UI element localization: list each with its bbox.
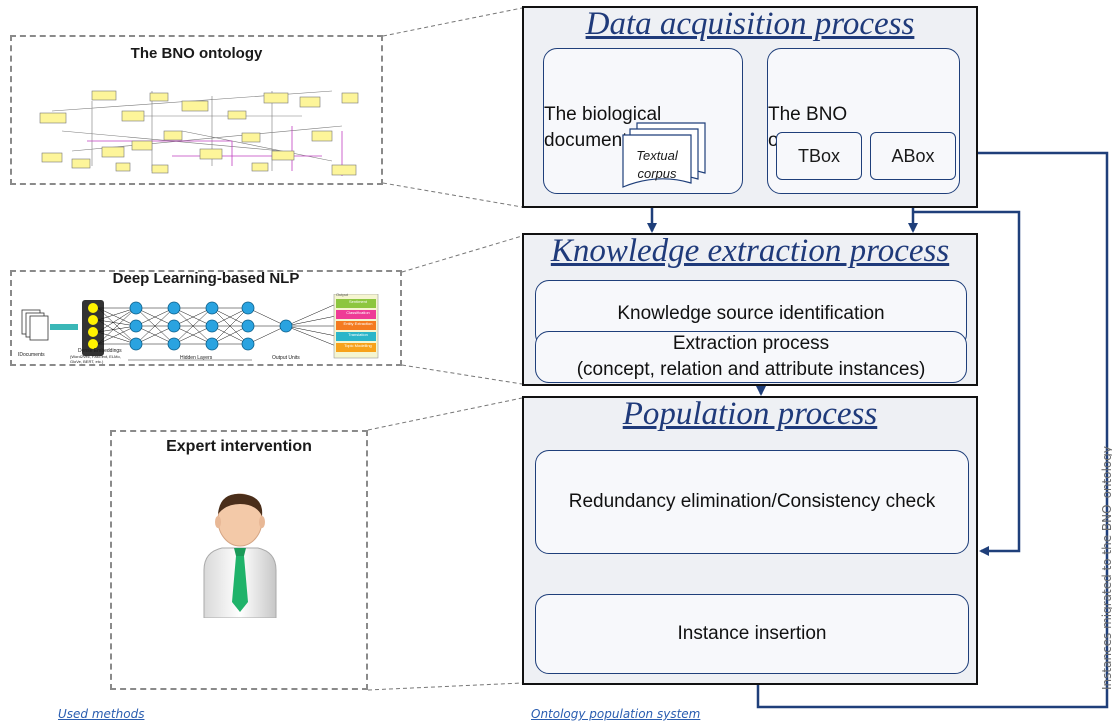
embeddings-label: Dense Embeddings [78, 348, 122, 354]
projection-line [401, 364, 523, 385]
person-icon [203, 493, 277, 618]
projection-line [382, 7, 523, 37]
extraction-line-1: Extraction process [672, 333, 830, 355]
textual-corpus-icon [622, 122, 706, 188]
expert-title: Expert intervention [166, 438, 312, 455]
extraction-line-2: (concept, relation and attribute instanc… [576, 359, 926, 380]
output-item: Translation [348, 332, 368, 337]
outputs-header: Output [336, 292, 349, 297]
side-label: Instances migrated to the BNO_ontology [1100, 446, 1112, 690]
corpus-label-2: corpus [637, 166, 677, 181]
hidden-layers-label: Hidden Layers [180, 355, 213, 361]
output-item: Entity Extraction [343, 321, 373, 326]
input-label: IDocuments [18, 352, 45, 358]
population-title: Population process [622, 396, 878, 432]
deep-learning-panel: Deep Learning-based NLP [10, 270, 402, 366]
output-units-label: Output Units [272, 355, 300, 361]
arrow-insertion-to-abox [756, 148, 1109, 709]
corpus-label-1: Textual [636, 148, 678, 163]
used-methods-caption: Used methods [58, 707, 145, 721]
arrow-abox-to-consistency [913, 210, 1021, 556]
output-item: Sentiment [348, 299, 367, 304]
output-item: Topic Modelling [344, 343, 372, 348]
output-item: Classification [346, 310, 370, 315]
ontology-label-1: The BNO [768, 104, 848, 126]
data-acquisition-box: Data acquisition process The biological … [522, 6, 978, 208]
projection-line [367, 682, 523, 691]
knowledge-extraction-box: Knowledge extraction process Knowledge s… [522, 233, 978, 386]
instance-insertion-step: Instance insertion [535, 594, 969, 674]
redundancy-consistency-step: Redundancy elimination/Consistency check [535, 450, 969, 554]
projection-line [401, 235, 523, 273]
population-box: Population process Redundancy eliminatio… [522, 396, 978, 685]
deep-learning-title: Deep Learning-based NLP [112, 270, 300, 287]
projection-line [367, 397, 523, 431]
expert-panel: Expert intervention [110, 430, 368, 690]
system-caption: Ontology population system [531, 707, 701, 721]
bno-ontology-panel: The BNO ontology [10, 35, 383, 185]
neural-network-illustration [21, 294, 379, 361]
bno-ontology-title: The BNO ontology [130, 45, 263, 62]
data-acquisition-title: Data acquisition process [585, 6, 915, 42]
tbox-box: TBox [776, 132, 862, 180]
projection-line [382, 182, 523, 208]
abox-box: ABox [870, 132, 956, 180]
extraction-process-step: Extraction process (concept, relation an… [535, 331, 967, 383]
ontology-diagram-thumbnail [39, 90, 359, 176]
documents-label-1: The biological [544, 104, 662, 126]
documents-label-2: documents [544, 130, 637, 151]
knowledge-extraction-title: Knowledge extraction process [550, 233, 950, 269]
embeddings-sublabel: (Word2Vec, FastText, ELMo, GloVe, BERT, … [70, 354, 121, 364]
